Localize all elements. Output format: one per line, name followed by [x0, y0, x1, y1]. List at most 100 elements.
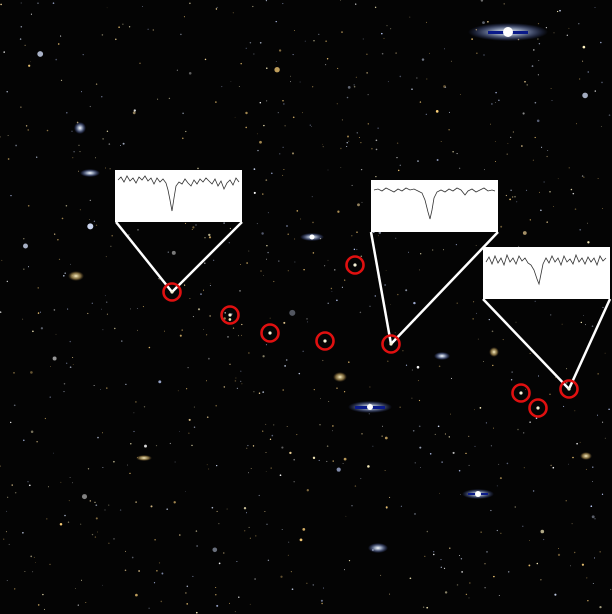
star	[224, 312, 226, 314]
star	[468, 597, 470, 599]
star	[37, 604, 40, 606]
star	[66, 362, 68, 364]
star	[346, 142, 348, 144]
star	[11, 484, 13, 486]
bright-stars	[68, 23, 592, 553]
star	[377, 235, 379, 237]
star	[566, 382, 568, 384]
star	[360, 478, 362, 480]
star	[384, 284, 386, 286]
star	[429, 453, 432, 455]
star	[27, 481, 29, 483]
star	[69, 366, 72, 369]
star	[269, 317, 271, 319]
star	[181, 329, 183, 331]
star	[122, 23, 124, 25]
star	[610, 588, 612, 590]
star	[557, 178, 559, 180]
star	[341, 119, 343, 121]
star	[267, 251, 269, 254]
star	[204, 58, 207, 61]
star	[81, 494, 88, 500]
star	[505, 194, 508, 197]
star	[369, 305, 371, 307]
star	[306, 489, 309, 492]
star	[208, 357, 210, 360]
star	[474, 409, 475, 411]
star	[139, 62, 141, 64]
star	[326, 58, 329, 60]
star	[421, 58, 425, 61]
star	[532, 490, 535, 492]
star	[209, 284, 211, 287]
bright-star	[368, 543, 388, 553]
star	[262, 193, 264, 195]
star	[15, 144, 17, 147]
star	[400, 505, 402, 507]
connector-line	[482, 298, 570, 390]
star	[378, 231, 382, 235]
star	[137, 329, 138, 331]
star	[302, 350, 304, 352]
star	[592, 466, 594, 468]
star	[249, 537, 251, 539]
star	[89, 500, 92, 502]
star	[266, 67, 268, 69]
star	[115, 38, 117, 41]
bright-star-core	[367, 404, 373, 410]
star	[168, 97, 171, 100]
star	[509, 198, 511, 201]
star	[422, 606, 425, 608]
star	[594, 7, 596, 8]
star	[490, 445, 492, 447]
star	[405, 289, 408, 292]
star	[608, 408, 610, 411]
star	[458, 469, 461, 472]
star	[0, 3, 2, 6]
star	[208, 468, 210, 470]
star	[283, 321, 286, 324]
star	[345, 515, 347, 517]
star	[587, 241, 590, 244]
star	[192, 316, 194, 318]
star	[369, 386, 371, 388]
star	[283, 169, 285, 171]
star	[95, 504, 98, 507]
star	[587, 222, 588, 224]
bright-star-core	[475, 491, 481, 497]
star	[105, 256, 107, 258]
star	[292, 116, 295, 119]
star	[104, 509, 106, 511]
star	[195, 530, 198, 532]
star	[343, 457, 347, 461]
star	[293, 29, 295, 31]
galaxy	[136, 455, 152, 461]
star	[387, 360, 389, 363]
star	[246, 512, 247, 514]
star	[180, 33, 182, 36]
star	[583, 315, 584, 316]
star	[43, 608, 46, 610]
star	[507, 571, 510, 573]
star	[387, 81, 389, 83]
star	[247, 445, 249, 447]
star	[186, 603, 189, 605]
star	[287, 270, 289, 272]
star	[37, 2, 39, 4]
star	[402, 350, 404, 352]
star	[221, 86, 223, 88]
star	[371, 147, 373, 150]
star	[61, 217, 64, 220]
star	[228, 318, 232, 321]
star	[460, 558, 463, 560]
star	[216, 465, 218, 467]
star	[475, 244, 477, 247]
star	[346, 96, 349, 99]
star	[322, 146, 324, 148]
star	[529, 353, 531, 354]
star	[209, 282, 211, 284]
star	[600, 126, 602, 127]
star	[343, 391, 346, 393]
star	[538, 42, 541, 45]
star	[482, 360, 484, 362]
